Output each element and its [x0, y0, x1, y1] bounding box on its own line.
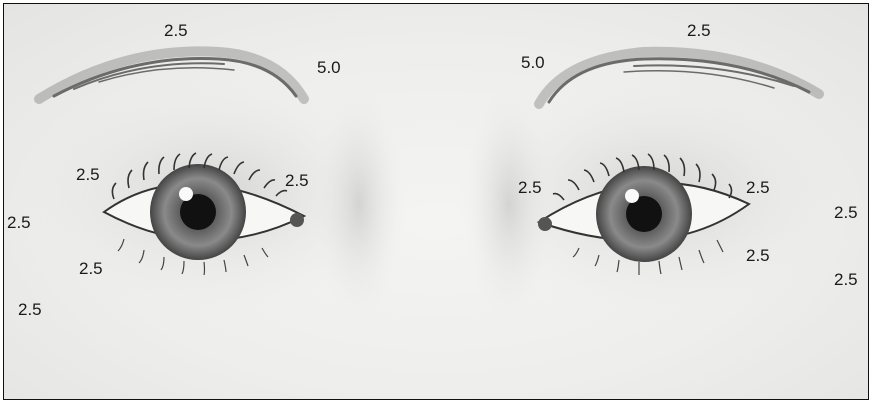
dose-label-right-lower-lid: 2.5 — [746, 247, 770, 264]
dose-label-left-lower-lid: 2.5 — [79, 260, 103, 277]
dose-label-right-temple: 2.5 — [834, 204, 858, 221]
eyes-illustration — [4, 4, 869, 400]
dose-label-right-upper-lid-outer: 2.5 — [746, 179, 770, 196]
dose-label-right-cheek: 2.5 — [834, 271, 858, 288]
dose-label-right-brow-top: 2.5 — [687, 22, 711, 39]
dose-label-left-brow-tail: 5.0 — [317, 59, 341, 76]
dose-label-left-upper-lid-inner: 2.5 — [285, 172, 309, 189]
dose-label-right-brow-tail: 5.0 — [521, 54, 545, 71]
dose-label-left-brow-top: 2.5 — [164, 22, 188, 39]
dose-label-left-cheek: 2.5 — [18, 301, 42, 318]
nose-bridge-shade-right — [464, 84, 554, 324]
dose-label-left-upper-lid-outer: 2.5 — [76, 166, 100, 183]
diagram-frame: 2.5 5.0 2.5 2.5 2.5 2.5 2.5 5.0 2.5 2.5 … — [3, 3, 869, 400]
dose-label-left-temple: 2.5 — [7, 214, 31, 231]
nose-bridge-shade-left — [314, 84, 404, 324]
dose-label-right-upper-lid-inner: 2.5 — [518, 179, 542, 196]
